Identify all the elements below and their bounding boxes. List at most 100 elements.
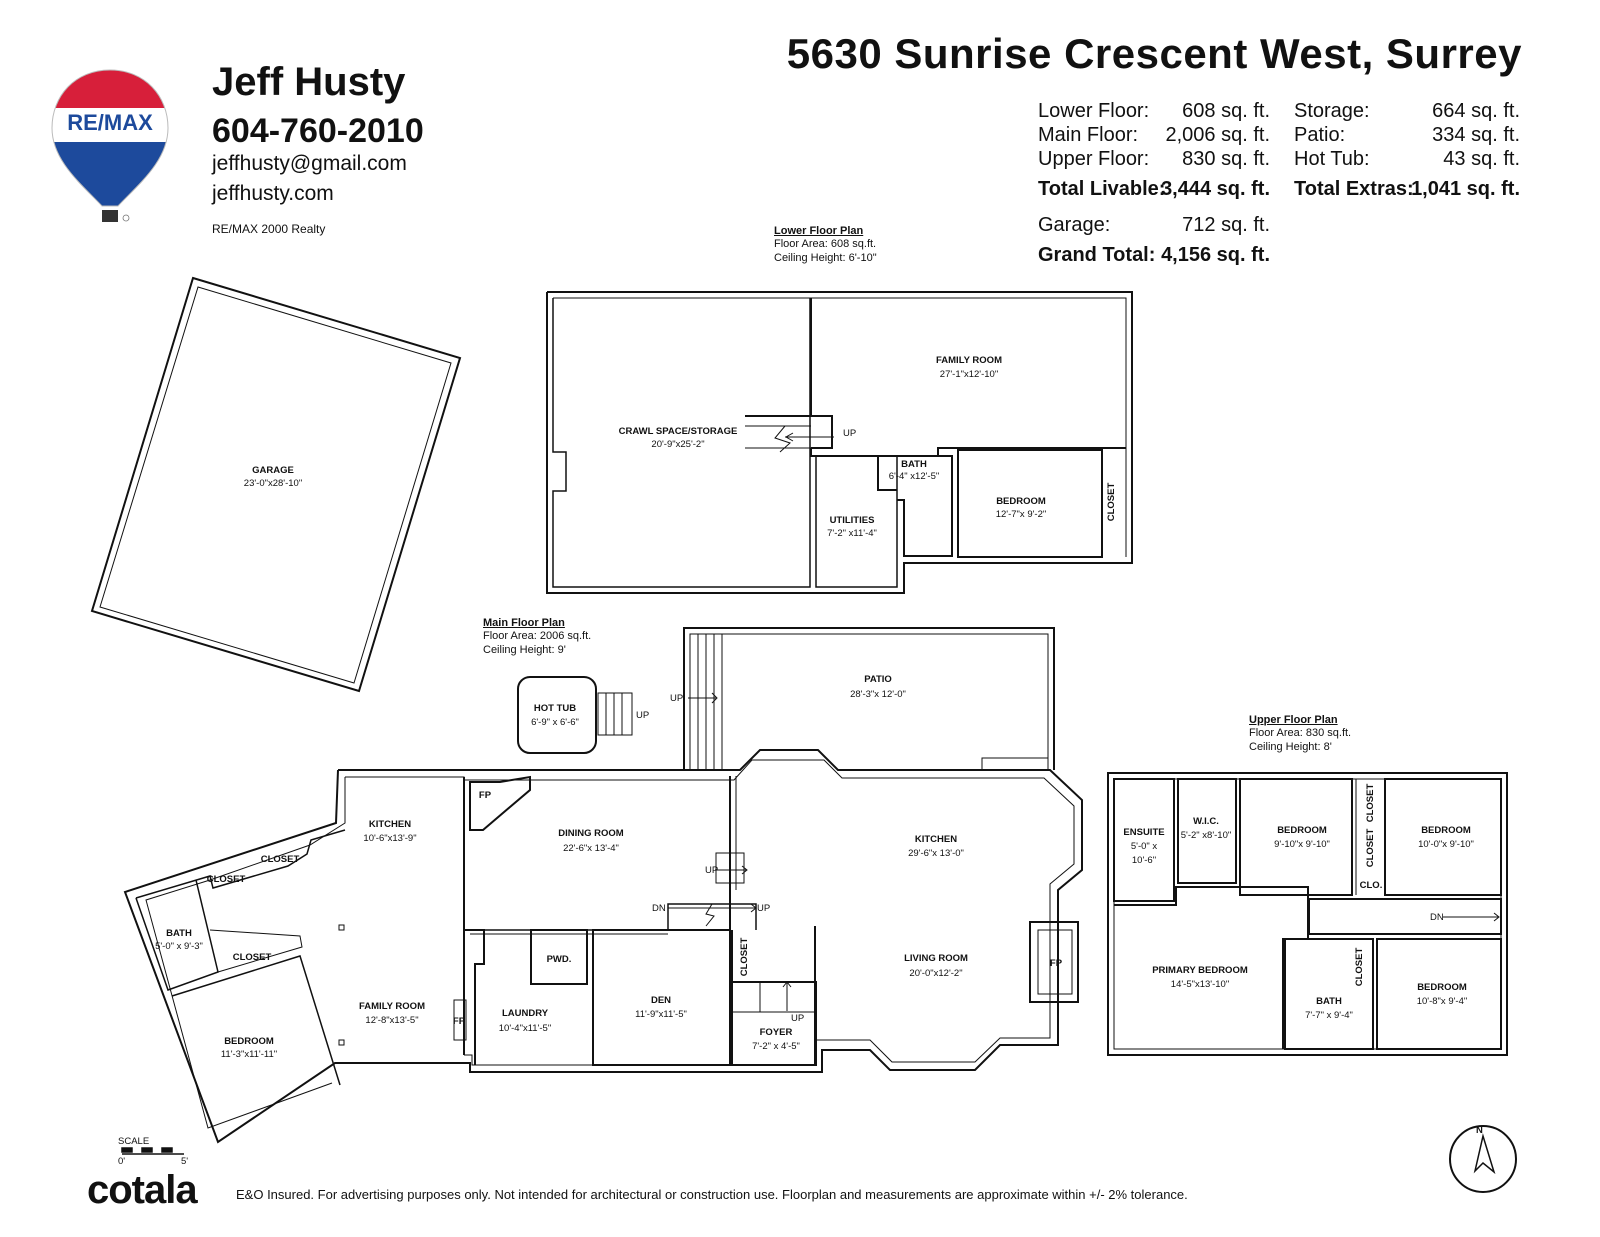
closet-label: CLOSET xyxy=(261,854,300,865)
closet-label: CLOSET xyxy=(207,874,246,885)
stat-number: 830 xyxy=(1182,148,1216,170)
stat-number: 664 xyxy=(1432,100,1466,122)
stat-value: 4,156 sq. ft. xyxy=(1161,244,1270,266)
room-hot-tub-name: HOT TUB xyxy=(534,703,576,714)
stair-up-label: UP xyxy=(670,693,683,704)
scale-label: SCALE xyxy=(118,1136,149,1147)
stat-value: 608 sq. ft. xyxy=(1182,100,1270,123)
stat-number: 43 xyxy=(1443,148,1466,170)
plan-area: Floor Area: 2006 sq.ft. xyxy=(483,630,592,642)
room-ensuite-name: ENSUITE xyxy=(1123,827,1164,838)
stat-value: 43 sq. ft. xyxy=(1443,148,1520,171)
room-up-bedroom-1-name: BEDROOM xyxy=(1277,825,1327,836)
stat-unit: sq. ft. xyxy=(1471,148,1520,170)
stat-unit: sq. ft. xyxy=(1471,124,1520,146)
room-crawl-name: CRAWL SPACE/STORAGE xyxy=(619,426,738,437)
room-family-name: FAMILY ROOM xyxy=(359,1001,425,1012)
room-den-dim: 11'-9"x11'-5" xyxy=(635,1009,687,1020)
room-den-name: DEN xyxy=(651,995,671,1006)
stair-down-label: DN xyxy=(652,903,666,914)
stair-up-label: UP xyxy=(636,710,649,721)
agent-website[interactable]: jeffhusty.com xyxy=(212,182,334,205)
stair-up-label: UP xyxy=(757,903,770,914)
room-wic-dim: 5'-2" x8'-10" xyxy=(1181,830,1232,841)
hot-tub-outline xyxy=(517,676,633,754)
stat-value: 1,041 sq. ft. xyxy=(1411,178,1520,200)
room-dining-dim: 22'-6"x 13'-4" xyxy=(563,843,619,854)
room-primary-name: PRIMARY BEDROOM xyxy=(1152,965,1248,976)
stat-unit: sq. ft. xyxy=(1221,124,1270,146)
room-kitchen-dim: 29'-6"x 13'-0" xyxy=(908,848,964,859)
room-laundry-dim: 10'-4"x11'-5" xyxy=(499,1023,551,1034)
room-living-dim: 20'-0"x12'-2" xyxy=(909,968,962,979)
lower-plan-caption: Lower Floor Plan Floor Area: 608 sq.ft. … xyxy=(774,225,877,265)
plan-title: Upper Floor Plan xyxy=(1249,714,1338,726)
stat-main-floor: Main Floor: 2,006 sq. ft. xyxy=(1038,124,1270,148)
remax-logo: RE/MAX xyxy=(50,68,170,228)
upper-floor-outline xyxy=(1107,772,1508,1056)
logo-text: RE/MAX xyxy=(67,110,153,135)
stat-label: Hot Tub: xyxy=(1294,148,1370,170)
room-up-bedroom-2-name: BEDROOM xyxy=(1421,825,1471,836)
stat-hot-tub: Hot Tub: 43 sq. ft. xyxy=(1294,148,1520,172)
plan-title: Lower Floor Plan xyxy=(774,225,864,237)
stat-value: 3,444 sq. ft. xyxy=(1161,178,1270,200)
stat-label: Upper Floor: xyxy=(1038,148,1150,170)
room-lower-bedroom-dim: 12'-7"x 9'-2" xyxy=(996,509,1047,520)
scale-end: 5' xyxy=(181,1156,188,1167)
stair-up-label: UP xyxy=(791,1013,804,1024)
room-main-bedroom-name: BEDROOM xyxy=(224,1036,274,1047)
stat-label: Grand Total: xyxy=(1038,244,1156,266)
room-main-bath-dim: 5'-0" x 9'-3" xyxy=(155,941,203,952)
clo-label: CLO. xyxy=(1360,880,1383,891)
lower-floor-outline xyxy=(546,291,1133,594)
stat-unit: sq. ft. xyxy=(1221,148,1270,170)
room-up-bedroom-3-name: BEDROOM xyxy=(1417,982,1467,993)
closet-label: CLOSET xyxy=(1354,948,1365,987)
room-up-bath-dim: 7'-7" x 9'-4" xyxy=(1305,1010,1353,1021)
stat-number: 712 xyxy=(1182,214,1216,236)
agent-email[interactable]: jeffhusty@gmail.com xyxy=(212,152,407,175)
fireplace-label: FP xyxy=(453,1016,466,1027)
room-main-bedroom-dim: 11'-3"x11'-11" xyxy=(221,1049,277,1060)
livable-stats: Lower Floor: 608 sq. ft. Main Floor: 2,0… xyxy=(1038,100,1270,270)
stat-value: 830 sq. ft. xyxy=(1182,148,1270,171)
stat-total-extras: Total Extras: 1,041 sq. ft. xyxy=(1294,178,1520,202)
plan-title: Main Floor Plan xyxy=(483,617,565,629)
room-living-name: LIVING ROOM xyxy=(904,953,968,964)
room-main-bath-name: BATH xyxy=(166,928,192,939)
room-foyer-name: FOYER xyxy=(760,1027,793,1038)
room-up-bedroom-3-dim: 10'-8"x 9'-4" xyxy=(1417,996,1468,1007)
compass xyxy=(1449,1125,1517,1193)
room-utilities-name: UTILITIES xyxy=(830,515,875,526)
stair-up-label: UP xyxy=(843,428,856,439)
scale-bar xyxy=(121,1147,184,1155)
stat-value: 334 sq. ft. xyxy=(1432,124,1520,147)
stat-value: 712 sq. ft. xyxy=(1182,214,1270,237)
room-ensuite-dim: 5'-0" x xyxy=(1131,841,1158,852)
north-label: N xyxy=(1476,1125,1483,1136)
room-wic-name: W.I.C. xyxy=(1193,816,1219,827)
stat-patio: Patio: 334 sq. ft. xyxy=(1294,124,1520,148)
room-up-bedroom-1-dim: 9'-10"x 9'-10" xyxy=(1274,839,1330,850)
room-kitchen-west-dim: 10'-6"x13'-9" xyxy=(363,833,416,844)
stat-label: Patio: xyxy=(1294,124,1346,146)
agent-name: Jeff Husty xyxy=(212,60,406,104)
room-up-bedroom-2-dim: 10'-0"x 9'-10" xyxy=(1418,839,1474,850)
upper-plan-caption: Upper Floor Plan Floor Area: 830 sq.ft. … xyxy=(1249,714,1351,754)
room-family-dim: 12'-8"x13'-5" xyxy=(365,1015,418,1026)
stat-value: 2,006 sq. ft. xyxy=(1165,124,1270,147)
room-primary-dim: 14'-5"x13'-10" xyxy=(1171,979,1229,990)
room-hot-tub-dim: 6'-9" x 6'-6" xyxy=(531,717,579,728)
room-crawl-dim: 20'-9"x25'-2" xyxy=(651,439,704,450)
stat-number: 334 xyxy=(1432,124,1466,146)
closet-label: CLOSET xyxy=(739,938,750,977)
stat-label: Lower Floor: xyxy=(1038,100,1150,122)
closet-label: CLOSET xyxy=(233,952,272,963)
stat-label: Total Extras: xyxy=(1294,178,1414,200)
agent-phone[interactable]: 604-760-2010 xyxy=(212,112,424,150)
stair-up-label: UP xyxy=(705,865,718,876)
closet-label: CLOSET xyxy=(1365,784,1376,823)
room-foyer-dim: 7'-2" x 4'-5" xyxy=(752,1041,800,1052)
stat-lower-floor: Lower Floor: 608 sq. ft. xyxy=(1038,100,1270,124)
